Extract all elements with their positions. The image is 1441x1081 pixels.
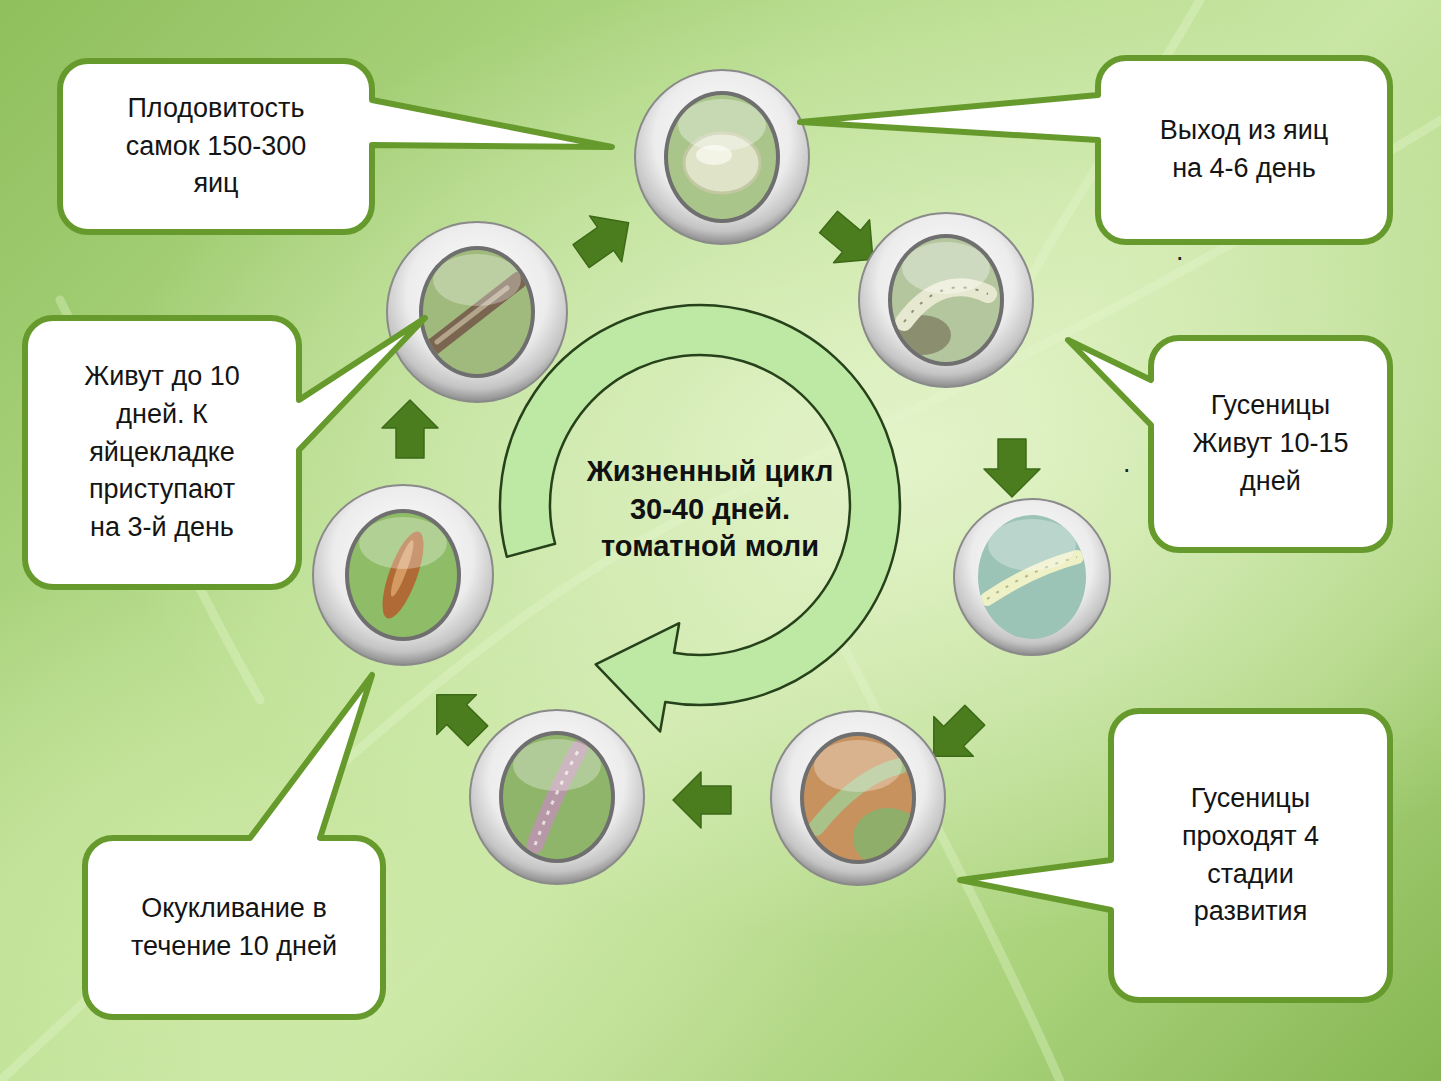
egg-photo-part-part (662, 87, 782, 227)
pupa-photo-part (343, 505, 463, 645)
egg-photo-part (635, 70, 809, 244)
cycle-arrows-part (984, 439, 1040, 497)
larva-photo-part (497, 727, 617, 867)
moth-photo (387, 222, 567, 402)
stray-mark: . (1123, 448, 1131, 479)
callout-content: Выход из яиц на 4-6 день (1095, 55, 1393, 245)
callout-text: Выход из яиц на 4-6 день (1152, 112, 1337, 188)
cycle-arrows-part (565, 200, 645, 279)
egg-photo-part (662, 87, 782, 227)
larva-photo-part (771, 711, 945, 885)
callout-box: Окукливание в течение 10 дней (82, 835, 386, 1020)
callout-text: Гусеницы проходят 4 стадии развития (1168, 780, 1333, 931)
callout-outline (25, 318, 425, 587)
moth-photo-part-part (417, 242, 537, 382)
larva-photo-part-part (497, 727, 617, 867)
callout-content: Гусеницы проходят 4 стадии развития (1108, 708, 1393, 1003)
callout-box: Живут до 10 дней. К яйцекладке приступаю… (22, 315, 302, 590)
larva-photo (771, 711, 945, 885)
callout-content: Окукливание в течение 10 дней (82, 835, 386, 1020)
stray-mark: . (1176, 236, 1184, 267)
egg-photo (635, 70, 809, 244)
moth-photo-part (417, 242, 537, 382)
callout-outline (60, 61, 612, 232)
callout-shape (1108, 708, 1393, 1003)
callout-content: Плодовитость самок 150-300 яиц (57, 58, 375, 235)
pupa-photo-part (313, 485, 493, 665)
leaf-veins-part (820, 600, 1060, 1081)
larva-photo-part-part (886, 230, 1006, 370)
larva-photo-part-part (972, 507, 1092, 647)
callout-shape (1095, 55, 1393, 245)
callout-text: Плодовитость самок 150-300 яиц (106, 90, 326, 203)
callout-text: Гусеницы Живут 10-15 дней (1173, 387, 1368, 500)
larva-photo-part (798, 728, 923, 868)
callout-box: Выход из яиц на 4-6 день (1095, 55, 1393, 245)
callout-shape (82, 835, 386, 1020)
larva-photo (859, 213, 1033, 387)
callout-box: Гусеницы Живут 10-15 дней (1148, 335, 1393, 553)
cycle-arrows-part (417, 675, 498, 756)
leaf-veins-part (0, 120, 1441, 1081)
callout-text: Окукливание в течение 10 дней (109, 890, 359, 966)
larva-photo-part (972, 507, 1092, 647)
larva-photo-part-part (853, 808, 923, 868)
callout-content: Живут до 10 дней. К яйцекладке приступаю… (22, 315, 302, 590)
callout-outline (85, 675, 383, 1017)
cycle-arrows-part (382, 400, 438, 458)
callout-outline (800, 58, 1390, 242)
callout-text: Живут до 10 дней. К яйцекладке приступаю… (75, 358, 250, 547)
larva-photo-part (859, 213, 1033, 387)
callout-content: Гусеницы Живут 10-15 дней (1148, 335, 1393, 553)
moth-photo-part (387, 222, 567, 402)
larva-photo-part-part (988, 519, 1076, 571)
egg-photo-part-part (678, 99, 766, 151)
callout-outline (1068, 338, 1390, 550)
larva-photo-part (470, 710, 644, 884)
larva-photo-part (886, 230, 1006, 370)
pupa-photo-part-part (343, 505, 463, 645)
cycle-arrows (382, 200, 1040, 828)
larva-photo (470, 710, 644, 884)
pupa-photo (313, 485, 493, 665)
larva-photo (954, 499, 1110, 655)
cycle-ring-arrow (500, 305, 900, 731)
pupa-photo-part-part (359, 517, 447, 569)
larva-photo-part-part (513, 739, 601, 791)
callout-box: Гусеницы проходят 4 стадии развития (1108, 708, 1393, 1003)
cycle-arrows-part (673, 772, 731, 828)
callout-outline (960, 711, 1390, 1000)
cycle-title: Жизненный цикл 30-40 дней. томатной моли (575, 453, 845, 566)
callout-box: Плодовитость самок 150-300 яиц (57, 58, 375, 235)
larva-photo-part-part (902, 242, 990, 294)
larva-photo-part-part (814, 740, 902, 792)
moth-photo-part-part (433, 254, 521, 306)
larva-photo-part (954, 499, 1110, 655)
